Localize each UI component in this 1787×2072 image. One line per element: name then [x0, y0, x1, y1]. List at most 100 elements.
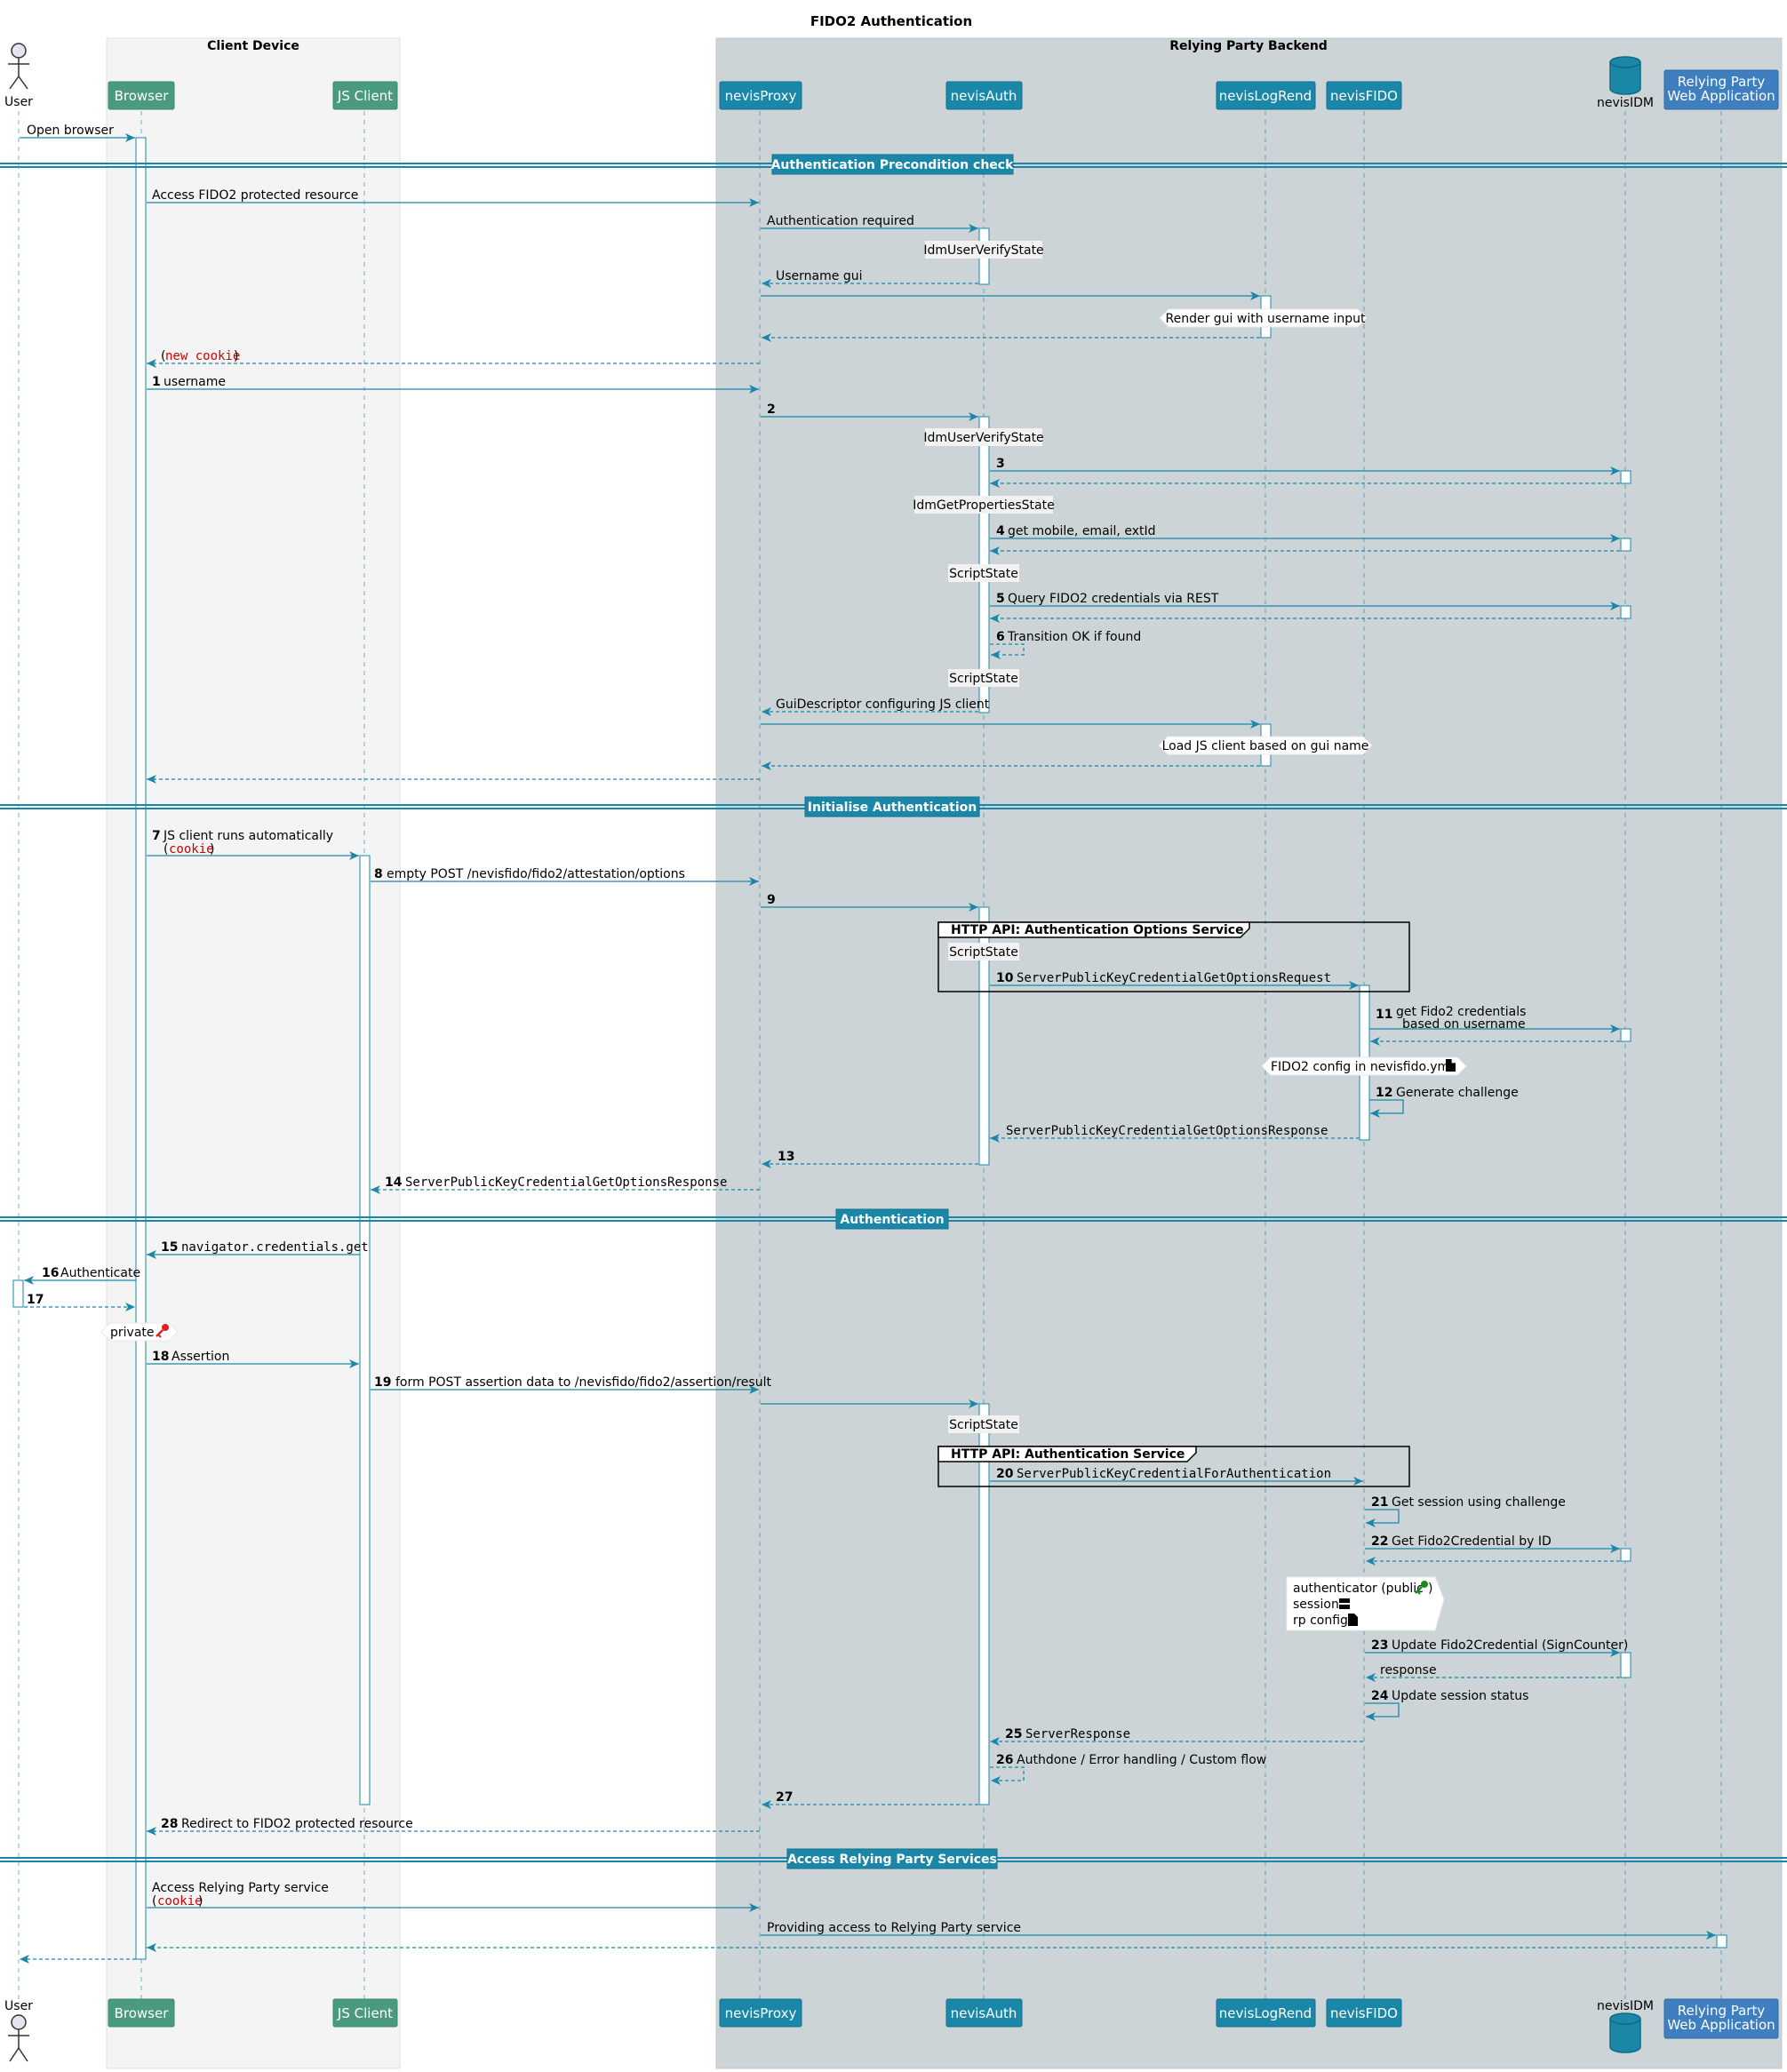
svg-text:Authdone / Error handling / Cu: Authdone / Error handling / Custom flow [1017, 1753, 1266, 1767]
svg-text:): ) [1428, 1582, 1432, 1596]
divider-precondition: Authentication Precondition check [0, 154, 1787, 175]
participant-auth-bottom: nevisAuth [945, 1998, 1023, 2028]
msg-access-fido2: Access FIDO2 protected resource [152, 188, 358, 203]
svg-text:Browser: Browser [115, 88, 170, 104]
document-icon [1348, 1614, 1358, 1626]
svg-text:): ) [198, 1894, 203, 1909]
msg-open-browser: Open browser [27, 124, 114, 138]
svg-text:IdmUserVerifyState: IdmUserVerifyState [923, 431, 1043, 445]
participant-auth-top: nevisAuth [945, 81, 1023, 110]
backend-label: Relying Party Backend [1169, 39, 1328, 53]
svg-text:9: 9 [767, 893, 776, 907]
participant-fido-bottom: nevisFIDO [1326, 1998, 1402, 2028]
svg-text:11: 11 [1376, 1008, 1392, 1022]
svg-text:Authentication Precondition ch: Authentication Precondition check [771, 158, 1014, 172]
svg-text:Transition OK if found: Transition OK if found [1007, 630, 1141, 644]
svg-text:HTTP API: Authentication Servi: HTTP API: Authentication Service [951, 1447, 1185, 1462]
msg-new-cookie: new cookie [165, 349, 240, 363]
svg-text:Get session using challenge: Get session using challenge [1392, 1495, 1566, 1510]
svg-text:20: 20 [996, 1467, 1014, 1481]
svg-text:12: 12 [1376, 1086, 1392, 1100]
svg-text:Authenticate: Authenticate [60, 1266, 140, 1280]
svg-text:ScriptState: ScriptState [949, 1418, 1018, 1432]
svg-text:Assertion: Assertion [172, 1350, 229, 1364]
svg-text:(: ( [152, 1894, 156, 1909]
svg-text:get Fido2 credentials: get Fido2 credentials [1396, 1005, 1526, 1019]
key-icon [1415, 1581, 1428, 1595]
state-labels: IdmUserVerifyState IdmUserVerifyState Id… [913, 241, 1055, 1433]
svg-text:navigator.credentials.get: navigator.credentials.get [181, 1240, 369, 1255]
svg-text:ScriptState: ScriptState [949, 945, 1018, 960]
document-icon [1446, 1059, 1456, 1072]
svg-text:26: 26 [996, 1753, 1013, 1767]
participant-idm-top: nevisIDM [1597, 56, 1654, 110]
svg-text:Authentication: Authentication [840, 1213, 944, 1227]
group-options-service: HTTP API: Authentication Options Service [937, 921, 1410, 992]
svg-text:ServerPublicKeyCredentialGetOp: ServerPublicKeyCredentialGetOptionsReque… [1017, 971, 1331, 985]
msg-auth-required: Authentication required [767, 214, 914, 228]
svg-text:8: 8 [374, 867, 383, 881]
svg-text:17: 17 [27, 1293, 44, 1307]
svg-text:IdmGetPropertiesState: IdmGetPropertiesState [913, 498, 1054, 513]
participant-browser-bottom: Browser [108, 1998, 175, 2028]
svg-text:16: 16 [42, 1266, 59, 1280]
participant-idm-bottom: nevisIDM [1597, 1999, 1654, 2053]
svg-text:Browser: Browser [115, 2005, 170, 2021]
svg-text:IdmUserVerifyState: IdmUserVerifyState [923, 243, 1043, 258]
participant-browser-top: Browser [108, 81, 175, 110]
diagram-title: FIDO2 Authentication [810, 13, 972, 29]
svg-text:ServerPublicKeyCredentialForAu: ServerPublicKeyCredentialForAuthenticati… [1017, 1467, 1331, 1481]
note-private-key: private [100, 1322, 179, 1342]
database-icon [1339, 1598, 1350, 1609]
svg-text:10: 10 [996, 971, 1014, 985]
svg-text:User: User [4, 1999, 33, 2013]
svg-text:22: 22 [1371, 1534, 1388, 1549]
svg-text:Relying Party: Relying Party [1678, 2003, 1766, 2019]
svg-text:Providing access to Relying Pa: Providing access to Relying Party servic… [767, 1921, 1021, 1935]
svg-text:nevisProxy: nevisProxy [725, 2005, 797, 2021]
svg-text:nevisLogRend: nevisLogRend [1219, 2005, 1312, 2021]
svg-text:18: 18 [152, 1350, 169, 1364]
svg-text:ServerResponse: ServerResponse [1025, 1727, 1130, 1741]
svg-text:14: 14 [385, 1175, 403, 1190]
svg-text:Access Relying Party service: Access Relying Party service [152, 1881, 329, 1895]
participant-fido-top: nevisFIDO [1326, 81, 1402, 110]
svg-text:Update Fido2Credential (SignCo: Update Fido2Credential (SignCounter) [1392, 1638, 1628, 1653]
key-icon [156, 1324, 169, 1338]
participant-logrend-top: nevisLogRend [1216, 81, 1316, 110]
svg-text:ServerPublicKeyCredentialGetOp: ServerPublicKeyCredentialGetOptionsRespo… [1006, 1124, 1328, 1138]
svg-text:Load JS client based on gui na: Load JS client based on gui name [1162, 739, 1369, 753]
divider-authentication: Authentication [0, 1208, 1787, 1230]
svg-text:nevisAuth: nevisAuth [951, 2005, 1017, 2021]
actor-user-top: User [4, 43, 33, 109]
svg-text:5: 5 [996, 592, 1005, 606]
svg-text:get mobile, email, extId: get mobile, email, extId [1008, 524, 1156, 538]
svg-text:username: username [164, 375, 226, 389]
svg-text:JS Client: JS Client [337, 88, 393, 104]
svg-text:): ) [234, 349, 238, 363]
svg-text:21: 21 [1371, 1495, 1388, 1510]
svg-text:JS Client: JS Client [337, 2005, 393, 2021]
participant-proxy-top: nevisProxy [719, 81, 802, 110]
svg-text:Update session status: Update session status [1392, 1689, 1528, 1703]
backend-box [715, 37, 1783, 2069]
svg-text:27: 27 [776, 1790, 793, 1805]
svg-text:cookie: cookie [169, 842, 214, 857]
svg-text:nevisFIDO: nevisFIDO [1330, 88, 1398, 104]
note-load-js: Load JS client based on gui name [1158, 736, 1373, 755]
note-render-gui: Render gui with username input [1159, 308, 1368, 328]
svg-text:nevisAuth: nevisAuth [951, 88, 1017, 104]
svg-text:cookie: cookie [157, 1894, 203, 1909]
participant-logrend-bottom: nevisLogRend [1216, 1998, 1316, 2028]
svg-text:7: 7 [152, 829, 161, 843]
svg-text:Redirect to FIDO2 protected re: Redirect to FIDO2 protected resource [181, 1817, 413, 1831]
client-device-box [106, 37, 401, 2069]
svg-text:nevisLogRend: nevisLogRend [1219, 88, 1312, 104]
svg-text:session: session [1293, 1598, 1339, 1612]
svg-text:nevisProxy: nevisProxy [725, 88, 797, 104]
svg-text:Web Application: Web Application [1667, 88, 1775, 104]
svg-text:Access Relying Party Services: Access Relying Party Services [787, 1853, 997, 1867]
svg-text:form POST assertion data to /n: form POST assertion data to /nevisfido/f… [395, 1375, 771, 1390]
svg-text:Get Fido2Credential by ID: Get Fido2Credential by ID [1392, 1534, 1552, 1549]
